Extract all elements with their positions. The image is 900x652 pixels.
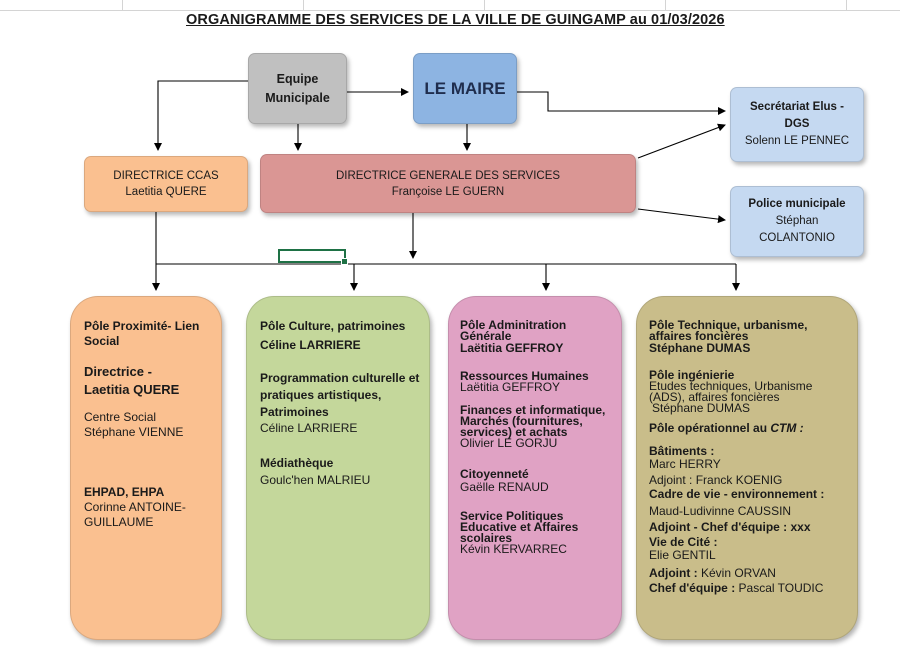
pole1-ehpad-name-2: GUILLAUME — [84, 515, 154, 529]
pole4-title-2: affaires foncières — [649, 329, 749, 343]
equipe-line-1: Equipe — [276, 71, 319, 86]
pole2-title: Pôle Culture, patrimoines — [260, 319, 406, 333]
pole4-vie-chef-label: Chef d'équipe : — [649, 581, 736, 595]
pole4-vie-chef: Chef d'équipe : Pascal TOUDIC — [649, 581, 849, 596]
pole2-prog-2: pratiques artistiques, — [260, 388, 382, 402]
page-title: ORGANIGRAMME DES SERVICES DE LA VILLE DE… — [186, 12, 725, 28]
pole4-cadre-title: Cadre de vie - environnement : — [649, 487, 825, 501]
pole4-ing-1: Etudes techniques, Urbanisme — [649, 379, 813, 393]
pole2-prog-name: Céline LARRIERE — [260, 421, 358, 435]
secretariat-title-2: DGS — [784, 118, 810, 130]
pole2-med-title: Médiathèque — [260, 456, 334, 470]
grid-column-line — [846, 0, 847, 10]
pole3-fin-2: Marchés (fournitures, — [460, 414, 583, 428]
pole2-prog-3: Patrimoines — [260, 405, 329, 419]
grid-column-line — [122, 0, 123, 10]
secretariat-title-1: Secrétariat Elus - — [750, 101, 844, 113]
pole3-sp-2: Educative et Affaires — [460, 520, 579, 534]
police-box: Police municipale Stéphan COLANTONIO — [730, 186, 864, 257]
pole3-sp-1: Service Politiques — [460, 509, 564, 523]
pole4-cadre-adj: Adjoint - Chef d'équipe : xxx — [649, 520, 811, 534]
connector-equipe-ccas — [154, 80, 248, 151]
pole3-fin-3: services) et achats — [460, 425, 568, 439]
dgs-box: DIRECTRICE GENERALE DES SERVICES Françoi… — [260, 154, 636, 213]
pole4-bat-title: Bâtiments : — [649, 444, 715, 458]
pole4-op-line: Pôle opérationnel au CTM : — [649, 421, 849, 436]
pole4-ing-2: (ADS), affaires foncières — [649, 390, 780, 404]
secretariat-name: Solenn LE PENNEC — [744, 135, 850, 147]
pole-proximite-box: Pôle Proximité- Lien Social Directrice -… — [70, 296, 222, 640]
pole1-title-2: Social — [84, 334, 120, 348]
connector-dgs-police — [637, 208, 726, 224]
grid-column-line — [303, 0, 304, 10]
pole2-prog-1: Programmation culturelle et — [260, 371, 420, 385]
pole4-ing-name: Stéphane DUMAS — [652, 401, 751, 415]
pole4-vie-name: Elie GENTIL — [649, 548, 716, 562]
pole-culture-box: Pôle Culture, patrimoines Céline LARRIER… — [246, 296, 430, 640]
connector-maire-secretariat — [517, 91, 726, 115]
pole1-dir-1: Directrice - — [84, 364, 152, 379]
ccas-title: DIRECTRICE CCAS — [113, 170, 219, 182]
pole4-vie-title: Vie de Cité : — [649, 535, 718, 549]
le-maire-box: LE MAIRE — [413, 53, 517, 124]
pole3-cit-title: Citoyenneté — [460, 467, 529, 481]
pole3-fin-1: Finances et informatique, — [460, 403, 606, 417]
pole4-vie-adj: Adjoint : Kévin ORVAN — [649, 566, 849, 581]
grid-column-line — [484, 0, 485, 10]
selected-cell[interactable] — [278, 249, 348, 265]
pole4-vie-adj-label: Adjoint : — [649, 566, 698, 580]
pole1-title-1: Pôle Proximité- Lien — [84, 319, 200, 333]
pole3-head: Laëtitia GEFFROY — [460, 341, 564, 355]
pole4-title-1: Pôle Technique, urbanisme, — [649, 318, 808, 332]
equipe-municipale-box: Equipe Municipale — [248, 53, 347, 124]
directrice-ccas-box: DIRECTRICE CCAS Laetitia QUERE — [84, 156, 248, 212]
pole4-head: Stéphane DUMAS — [649, 341, 751, 355]
grid-column-line — [665, 0, 666, 10]
pole4-vie-adj-name: Kévin ORVAN — [697, 566, 776, 580]
pole1-cs-name: Stéphane VIENNE — [84, 425, 184, 439]
pole2-med-name: Goulc'hen MALRIEU — [260, 473, 371, 487]
pole1-cs-title: Centre Social — [84, 410, 157, 424]
dgs-name: Françoise LE GUERN — [391, 185, 505, 198]
pole4-cadre-name: Maud-Ludivinne CAUSSIN — [649, 504, 792, 518]
pole4-op-title: Pôle opérationnel au — [649, 421, 771, 435]
pole-technique-box: Pôle Technique, urbanisme, affaires fonc… — [636, 296, 858, 640]
pole4-op-ctm: CTM : — [770, 421, 804, 435]
police-title: Police municipale — [748, 198, 846, 210]
pole3-sp-3: scolaires — [460, 531, 513, 545]
pole3-title-1: Pôle Adminitration — [460, 318, 567, 332]
pole3-fin-name: Olivier LE GORJU — [460, 436, 558, 450]
spreadsheet-grid-strip — [0, 0, 900, 11]
police-name-1: Stéphan — [775, 215, 819, 227]
pole2-head: Céline LARRIERE — [260, 338, 361, 352]
maire-label: LE MAIRE — [424, 78, 506, 98]
pole3-rh-title: Ressources Humaines — [460, 369, 589, 383]
equipe-line-2: Municipale — [265, 90, 330, 105]
pole4-ing-title: Pôle ingénierie — [649, 368, 735, 382]
pole1-ehpad-name-1: Corinne ANTOINE- — [84, 500, 186, 514]
police-name-2: COLANTONIO — [759, 232, 835, 244]
pole3-cit-name: Gaëlle RENAUD — [460, 480, 549, 494]
pole4-vie-chef-name: Pascal TOUDIC — [735, 581, 824, 595]
ccas-name: Laetitia QUERE — [125, 186, 207, 198]
pole-administration-box: Pôle Adminitration Générale Laëtitia GEF… — [448, 296, 622, 640]
secretariat-box: Secrétariat Elus - DGS Solenn LE PENNEC — [730, 87, 864, 162]
pole1-dir-2: Laetitia QUERE — [84, 382, 180, 397]
pole3-sp-name: Kévin KERVARREC — [460, 542, 567, 556]
pole3-title-2: Générale — [460, 329, 512, 343]
dgs-title: DIRECTRICE GENERALE DES SERVICES — [335, 169, 561, 182]
pole4-bat-name: Marc HERRY — [649, 457, 721, 471]
pole3-rh-name: Laëtitia GEFFROY — [460, 380, 561, 394]
connector-dgs-secretariat — [637, 123, 726, 159]
pole4-bat-adj: Adjoint : Franck KOENIG — [649, 473, 783, 487]
pole1-ehpad-title: EHPAD, EHPA — [84, 485, 165, 499]
